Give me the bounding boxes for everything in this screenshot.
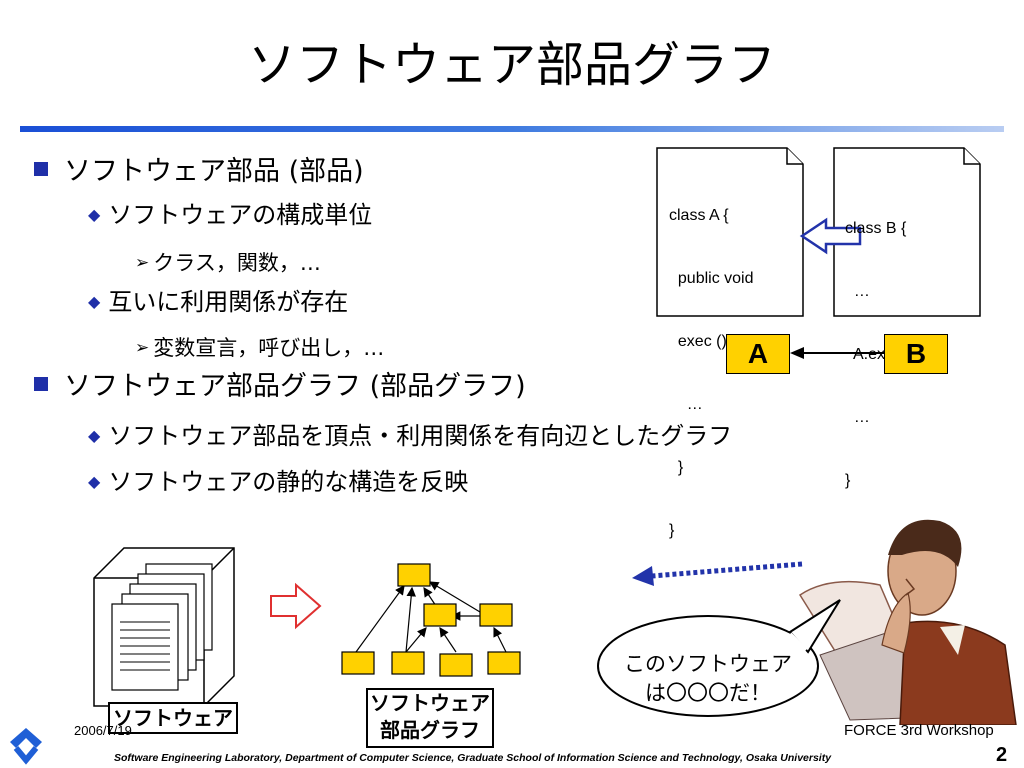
bullet-text: 変数宣言，呼び出し，… — [153, 336, 385, 360]
bullet-level2: ◆ ソフトウェアの構成単位 — [88, 199, 372, 231]
bullet-text: ソフトウェア部品を頂点・利用関係を有向辺としたグラフ — [108, 422, 733, 450]
square-bullet-icon — [34, 377, 48, 391]
call-arrow-icon — [799, 217, 862, 255]
node-b-label: B — [884, 334, 948, 374]
diamond-bullet-icon: ◆ — [88, 292, 101, 311]
bullet-level3: ➢クラス，関数，… — [135, 249, 321, 277]
transform-arrow-icon — [270, 582, 322, 630]
bullet-level2: ◆ ソフトウェア部品を頂点・利用関係を有向辺としたグラフ — [88, 420, 732, 452]
footer-lab: Software Engineering Laboratory, Departm… — [114, 752, 832, 764]
software-stack-icon — [93, 547, 235, 707]
graph-node — [439, 653, 473, 677]
slide-title: ソフトウェア部品グラフ — [247, 37, 776, 93]
bullet-level1: ソフトウェア部品グラフ (部品グラフ) — [34, 369, 526, 405]
page-number: 2 — [996, 744, 1008, 766]
bullet-text: 互いに利用関係が存在 — [108, 288, 349, 316]
footer-date: 2006/7/19 — [74, 723, 132, 738]
bullet-text: ソフトウェアの構成単位 — [108, 201, 373, 229]
diamond-bullet-icon: ◆ — [88, 426, 101, 445]
bullet-text: ソフトウェア部品グラフ (部品グラフ) — [64, 371, 526, 402]
class-b-document — [833, 147, 981, 317]
bullet-level2: ◆ 互いに利用関係が存在 — [88, 286, 348, 318]
caption-graph: ソフトウェア 部品グラフ — [366, 688, 494, 748]
dotted-arrow-icon — [632, 561, 803, 586]
bullet-text: クラス，関数，… — [153, 251, 321, 275]
graph-node — [423, 603, 457, 627]
graph-node — [397, 563, 431, 587]
graph-node — [391, 651, 425, 675]
code-documents — [656, 147, 981, 317]
class-a-code: class A { public void exec () { … } } — [669, 207, 754, 539]
bullet-level3: ➢変数宣言，呼び出し，… — [135, 334, 384, 362]
graph-node — [479, 603, 513, 627]
square-bullet-icon — [34, 162, 48, 176]
bullet-level2: ◆ ソフトウェアの静的な構造を反映 — [88, 466, 468, 498]
title-rule — [20, 126, 1004, 132]
diamond-bullet-icon: ◆ — [88, 205, 101, 224]
bullet-text: ソフトウェアの静的な構造を反映 — [108, 468, 469, 496]
graph-node — [341, 651, 375, 675]
thinking-man-illustration — [798, 519, 1017, 725]
diamond-bullet-icon: ◆ — [88, 472, 101, 491]
university-logo-icon — [10, 728, 42, 765]
graph-node — [487, 651, 521, 675]
arrow-bullet-icon: ➢ — [135, 338, 150, 358]
speech-bubble — [597, 599, 841, 717]
class-a-document — [656, 147, 804, 317]
speech-text: このソフトウェア は〇〇〇だ！ — [624, 652, 792, 705]
node-a-label: A — [726, 334, 790, 374]
dependency-arrow — [790, 347, 884, 359]
bullet-text: ソフトウェア部品 (部品) — [64, 156, 364, 187]
bullet-level1: ソフトウェア部品 (部品) — [34, 154, 364, 190]
footer-workshop: FORCE 3rd Workshop — [844, 722, 994, 739]
arrow-bullet-icon: ➢ — [135, 253, 150, 273]
component-graph — [341, 563, 521, 677]
caption-software: ソフトウェア — [108, 702, 238, 734]
